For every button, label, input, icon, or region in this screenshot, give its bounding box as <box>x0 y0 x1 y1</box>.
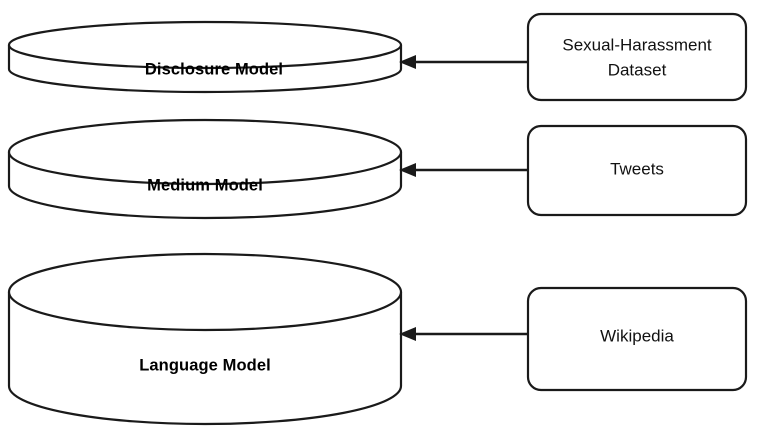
arrow-wikipedia-to-language-model <box>399 327 527 341</box>
cylinder-medium-model[interactable] <box>7 118 403 220</box>
arrow-dataset-to-disclosure-model <box>399 55 527 69</box>
arrow-head-icon-2 <box>399 163 416 177</box>
source-box-tweets[interactable] <box>526 124 748 217</box>
arrow-head-icon-3 <box>399 327 416 341</box>
arrow-tweets-to-medium-model <box>399 163 527 177</box>
cylinder-top-disclosure-model <box>7 20 403 70</box>
cylinder-language-model[interactable] <box>7 252 403 426</box>
cylinder-top-language-model <box>7 252 403 332</box>
source-box-sexual-harassment-dataset[interactable] <box>526 12 748 102</box>
arrow-head-icon-1 <box>399 55 416 69</box>
cylinder-disclosure-model[interactable] <box>7 20 403 94</box>
cylinder-top-medium-model <box>7 118 403 186</box>
source-box-wikipedia[interactable] <box>526 286 748 392</box>
